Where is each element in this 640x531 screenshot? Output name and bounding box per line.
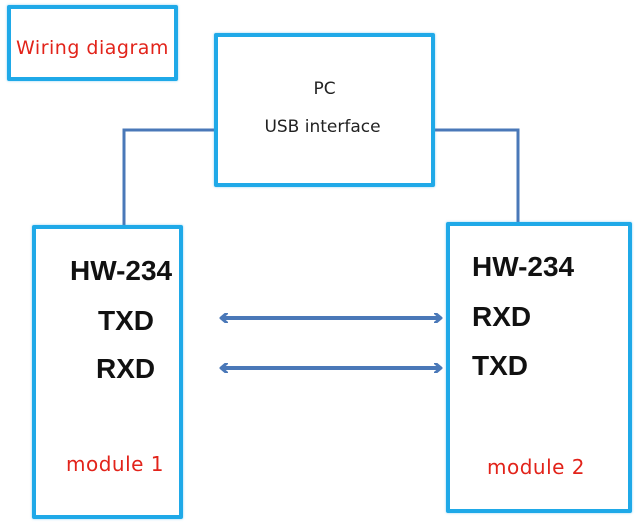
title-box: Wiring diagram (7, 5, 178, 81)
usb-line-module2 (398, 128, 520, 224)
pc-box: PC USB interface (214, 33, 435, 187)
usb-interface-label: USB interface (250, 117, 395, 137)
module-2-label: module 2 (487, 455, 586, 479)
module-1-box: HW-234 TXD RXD module 1 (32, 225, 183, 519)
module-2-pin-txd: TXD (472, 350, 528, 381)
pc-title: PC (313, 79, 336, 99)
module-2-box: HW-234 RXD TXD module 2 (446, 222, 632, 513)
module-1-label: module 1 (66, 452, 165, 476)
module-2-pin-rxd: RXD (472, 301, 532, 332)
module-1-part: HW-234 (70, 255, 173, 286)
module-1-pin-rxd: RXD (96, 353, 156, 384)
usb-line-module1 (122, 128, 246, 227)
module-1-pin-txd: TXD (98, 305, 154, 336)
diagram-title: Wiring diagram (16, 37, 169, 59)
module-2-part: HW-234 (472, 251, 575, 282)
